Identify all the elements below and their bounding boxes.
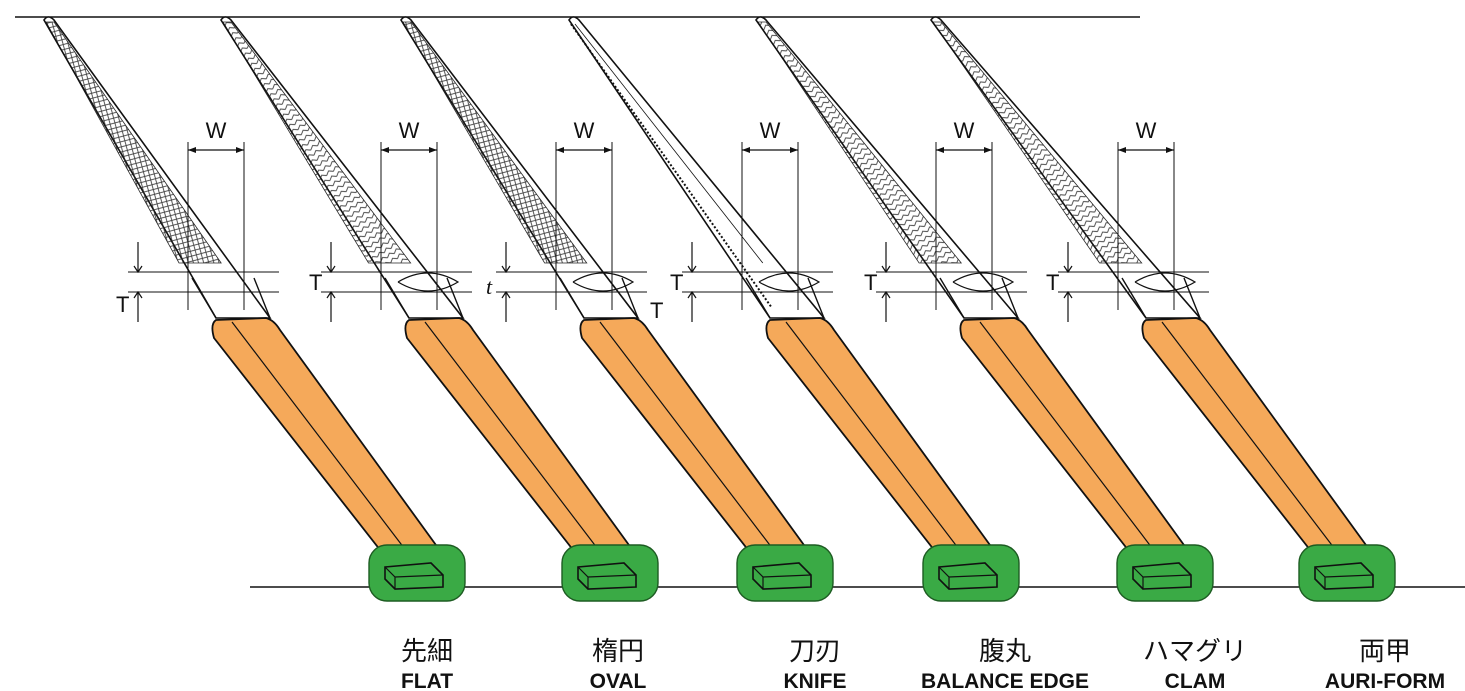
file-name-en: FLAT — [401, 670, 453, 691]
file-teeth — [402, 21, 588, 264]
file-edge — [574, 23, 764, 264]
file-tang — [559, 277, 639, 319]
file-name-en: CLAM — [1165, 670, 1226, 691]
ferrule-end-face — [384, 562, 444, 590]
ferrule-edge — [384, 566, 444, 589]
handle-edge-line — [424, 321, 611, 566]
thickness-label: T — [864, 270, 877, 295]
file-name-en: BALANCE EDGE — [921, 670, 1089, 691]
file-name-jp: 刀刃 — [789, 637, 841, 667]
file-teeth — [757, 21, 963, 264]
handle-edge-line — [1161, 321, 1348, 566]
file-name-en: AURI-FORM — [1325, 670, 1445, 691]
file-balance-edge: W T 腹丸 BALANCE EDGE — [568, 16, 1089, 691]
ferrule-edge — [1132, 566, 1192, 589]
file-name-jp: 両甲 — [1359, 637, 1411, 667]
file-handle — [1141, 317, 1380, 570]
cross-section — [952, 272, 1015, 292]
file-name-en: OVAL — [590, 670, 647, 691]
thickness-label: T — [309, 270, 322, 295]
thickness-label: T — [1046, 270, 1059, 295]
handle-edge-line — [231, 321, 418, 566]
file-name-jp: ハマグリ — [1143, 637, 1247, 667]
ferrule-end-face — [577, 562, 637, 590]
file-name-jp: 楕円 — [592, 637, 644, 667]
file-ferrule — [736, 544, 834, 602]
ferrule-edge — [752, 566, 812, 589]
file-clam: W T ハマグリ CLAM — [755, 16, 1247, 691]
edge-thickness-label: t — [486, 274, 493, 299]
ferrule-edge — [577, 566, 637, 589]
ferrule-end-face — [1132, 562, 1192, 590]
thickness-label: T — [116, 292, 129, 317]
file-tang — [384, 277, 464, 319]
file-name-jp: 先細 — [401, 637, 453, 667]
file-ferrule — [561, 544, 659, 602]
handle-edge-line — [599, 321, 786, 566]
ferrule-end-face — [1314, 562, 1374, 590]
thickness-label: T — [650, 298, 663, 323]
file-ferrule — [922, 544, 1020, 602]
ferrule-edge — [938, 566, 998, 589]
file-handle — [765, 317, 1004, 570]
cross-section — [397, 272, 460, 292]
thickness-arrows — [687, 242, 697, 322]
ferrule-end-face — [752, 562, 812, 590]
file-tang — [939, 277, 1019, 319]
file-teeth — [932, 21, 1143, 264]
file-auri-form: W T 両甲 AURI-FORM — [930, 16, 1445, 691]
file-tang — [191, 277, 271, 319]
thickness-arrows — [133, 242, 143, 322]
file-name-en: KNIFE — [784, 670, 847, 691]
file-teeth — [45, 21, 222, 264]
file-teeth — [222, 21, 412, 264]
cross-section — [1134, 272, 1197, 292]
cross-section — [572, 272, 635, 292]
width-label: W — [1136, 118, 1157, 143]
thickness-arrows — [881, 242, 891, 322]
ferrule-edge — [1314, 566, 1374, 589]
thickness-arrows — [1063, 242, 1073, 322]
thickness-arrows — [326, 242, 336, 322]
handle-edge-line — [979, 321, 1166, 566]
file-oval: W T 楕円 OVAL — [220, 16, 659, 691]
width-label: W — [760, 118, 781, 143]
file-ferrule — [1116, 544, 1214, 602]
width-label: W — [954, 118, 975, 143]
file-handle — [211, 317, 450, 570]
width-label: W — [399, 118, 420, 143]
file-ferrule — [1298, 544, 1396, 602]
file-tang — [1121, 277, 1201, 319]
thickness-arrows — [501, 242, 511, 322]
file-knife: W Tt 刀刃 KNIFE — [400, 16, 847, 691]
width-label: W — [574, 118, 595, 143]
width-label: W — [206, 118, 227, 143]
file-flat: W T 先細 FLAT — [43, 16, 466, 691]
file-name-jp: 腹丸 — [979, 637, 1031, 667]
file-teeth — [570, 23, 773, 309]
ferrule-end-face — [938, 562, 998, 590]
handle-edge-line — [785, 321, 972, 566]
file-tang — [745, 277, 825, 319]
cross-section — [758, 272, 821, 292]
file-ferrule — [368, 544, 466, 602]
thickness-label: T — [670, 270, 683, 295]
file-blade — [568, 16, 826, 319]
